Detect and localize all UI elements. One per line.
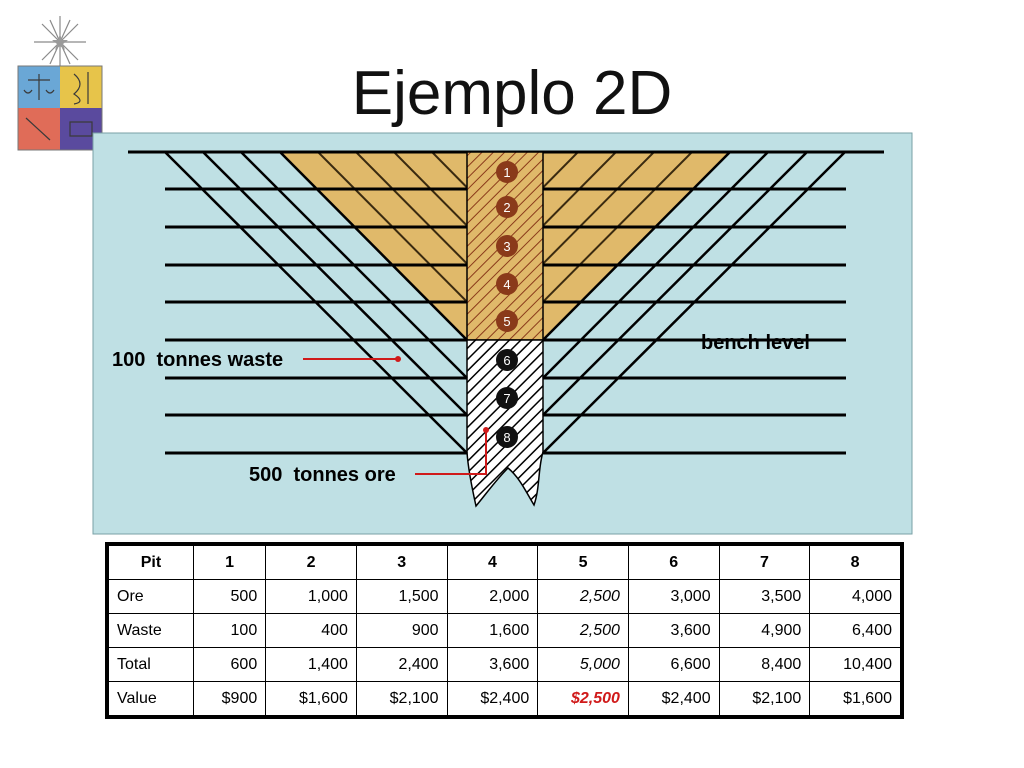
table-header: 3 xyxy=(355,545,448,580)
pit-cross-section-diagram: 1 2 3 4 5 6 7 8 xyxy=(92,132,913,535)
svg-text:2: 2 xyxy=(503,200,510,215)
block-6-marker: 6 xyxy=(496,349,518,371)
table-row: Waste 100 400 900 1,600 2,500 3,600 4,90… xyxy=(108,613,901,648)
ore-label: 500 tonnes ore xyxy=(249,464,396,486)
svg-text:6: 6 xyxy=(503,353,510,368)
table-row: Ore 500 1,000 1,500 2,000 2,500 3,000 3,… xyxy=(108,579,901,614)
table-header-row: Pit 1 2 3 4 5 6 7 8 xyxy=(108,545,901,580)
crest-shield-icon xyxy=(17,65,103,151)
table-header: 8 xyxy=(809,545,901,580)
svg-text:7: 7 xyxy=(503,391,510,406)
table-cell: 1,400 xyxy=(265,647,357,682)
star-burst-icon xyxy=(34,16,86,66)
row-label: Total xyxy=(108,647,194,682)
table-cell: 3,600 xyxy=(627,613,720,648)
table-cell: $1,600 xyxy=(809,681,901,716)
table-cell: 1,500 xyxy=(355,579,448,614)
table-cell: 900 xyxy=(355,613,448,648)
table-cell: 2,400 xyxy=(355,647,448,682)
table-header: 4 xyxy=(446,545,539,580)
row-label: Value xyxy=(108,681,194,716)
block-5-marker: 5 xyxy=(496,310,518,332)
bench-level-label: bench level xyxy=(701,332,810,354)
table-cell: 500 xyxy=(192,579,267,614)
block-7-marker: 7 xyxy=(496,387,518,409)
svg-text:8: 8 xyxy=(503,430,510,445)
table-cell: $900 xyxy=(192,681,267,716)
table-cell: 2,000 xyxy=(446,579,539,614)
slide-title: Ejemplo 2D xyxy=(351,59,673,128)
table-cell: 8,400 xyxy=(718,647,811,682)
table-row: Total 600 1,400 2,400 3,600 5,000 6,600 … xyxy=(108,647,901,682)
table-cell-highlight: 2,500 xyxy=(537,579,629,614)
waste-pointer xyxy=(303,356,401,362)
table-cell-highlight: 2,500 xyxy=(537,613,629,648)
block-1-marker: 1 xyxy=(496,161,518,183)
table-cell: 100 xyxy=(192,613,267,648)
block-markers: 1 2 3 4 5 6 7 8 xyxy=(496,161,518,448)
table-cell: 600 xyxy=(192,647,267,682)
table-cell: $1,600 xyxy=(265,681,357,716)
table-cell: 400 xyxy=(265,613,357,648)
svg-text:4: 4 xyxy=(503,277,510,292)
table-cell: 3,500 xyxy=(718,579,811,614)
table-cell: 1,600 xyxy=(446,613,539,648)
table-row: Value $900 $1,600 $2,100 $2,400 $2,500 $… xyxy=(108,681,901,716)
pit-value-table: Pit 1 2 3 4 5 6 7 8 Ore 500 1,000 1,500 … xyxy=(105,542,904,719)
table-cell: 6,600 xyxy=(627,647,720,682)
table-header: Pit xyxy=(108,545,194,580)
table-cell: 4,900 xyxy=(718,613,811,648)
table-header: 7 xyxy=(718,545,811,580)
table-header: 2 xyxy=(265,545,357,580)
table-cell-best-value: $2,500 xyxy=(537,681,629,716)
table-cell-highlight: 5,000 xyxy=(537,647,629,682)
ore-pointer xyxy=(415,427,489,475)
block-3-marker: 3 xyxy=(496,235,518,257)
svg-text:3: 3 xyxy=(503,239,510,254)
block-8-marker: 8 xyxy=(496,426,518,448)
row-label: Waste xyxy=(108,613,194,648)
table-cell: 6,400 xyxy=(809,613,901,648)
table-cell: $2,100 xyxy=(355,681,448,716)
waste-label: 100 tonnes waste xyxy=(112,349,283,371)
table-header: 6 xyxy=(627,545,720,580)
table-cell: 10,400 xyxy=(809,647,901,682)
block-2-marker: 2 xyxy=(496,196,518,218)
table-cell: 3,000 xyxy=(627,579,720,614)
table-cell: 1,000 xyxy=(265,579,357,614)
table-cell: $2,100 xyxy=(718,681,811,716)
block-4-marker: 4 xyxy=(496,273,518,295)
table-cell: $2,400 xyxy=(446,681,539,716)
table-header: 1 xyxy=(192,545,267,580)
table-cell: $2,400 xyxy=(627,681,720,716)
table-cell: 4,000 xyxy=(809,579,901,614)
university-crest-logo xyxy=(17,16,103,151)
table-cell: 3,600 xyxy=(446,647,539,682)
table-header: 5 xyxy=(537,545,629,580)
svg-text:5: 5 xyxy=(503,314,510,329)
row-label: Ore xyxy=(108,579,194,614)
svg-text:1: 1 xyxy=(503,165,510,180)
pit-wall-lines xyxy=(164,151,846,454)
